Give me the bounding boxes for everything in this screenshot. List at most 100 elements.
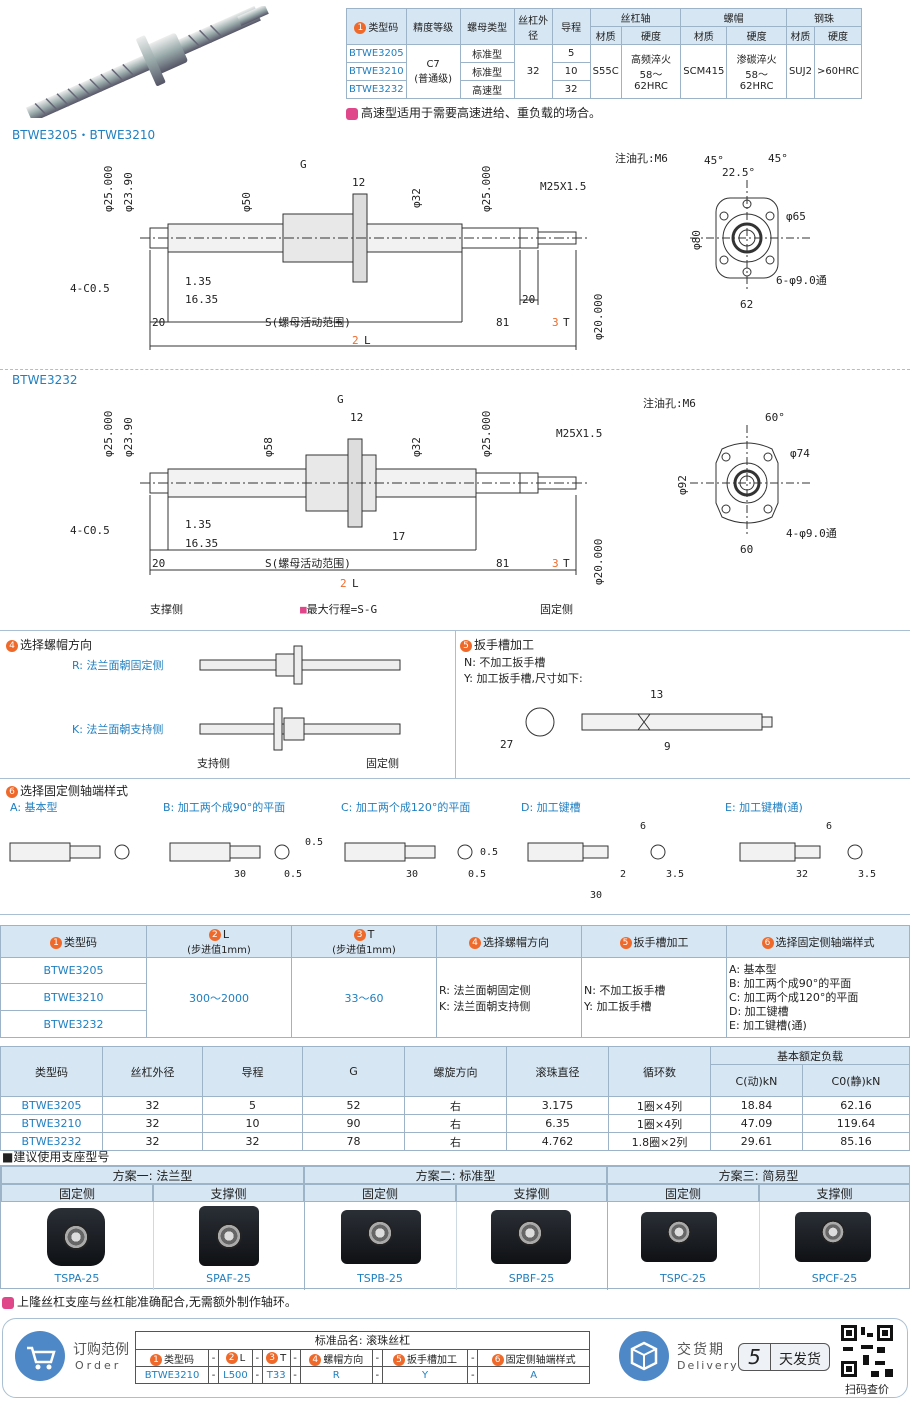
support-note: 上隆丝杠支座与丝杠能准确配合,无需额外制作轴环。: [2, 1293, 297, 1310]
drawing1-title: BTWE3205・BTWE3210: [12, 128, 156, 142]
svg-text:φ58: φ58: [262, 437, 275, 457]
qr-label: 扫码查价: [845, 1383, 889, 1396]
svg-text:22.5°: 22.5°: [722, 166, 755, 179]
svg-text:30: 30: [590, 890, 602, 901]
svg-text:S(螺母活动范围): S(螺母活动范围): [265, 556, 351, 570]
svg-text:3.5: 3.5: [666, 869, 684, 880]
svg-text:4-C0.5: 4-C0.5: [70, 282, 110, 295]
svg-text:45°: 45°: [768, 152, 788, 165]
label-fixed-side: 固定侧: [366, 757, 399, 770]
support-photo-6: [795, 1212, 871, 1262]
svg-text:G: G: [337, 393, 344, 406]
svg-text:0.5: 0.5: [480, 847, 498, 858]
support-photo-4: [491, 1210, 571, 1264]
svg-text:16.35: 16.35: [185, 537, 218, 550]
svg-text:φ25.000: φ25.000: [480, 166, 493, 212]
svg-text:φ32: φ32: [410, 437, 423, 457]
svg-text:60°: 60°: [765, 411, 785, 424]
svg-text:60: 60: [740, 543, 753, 556]
svg-text:φ80: φ80: [690, 230, 703, 250]
svg-text:9: 9: [664, 740, 671, 753]
option-Y: Y: 加工扳手槽,尺寸如下:: [464, 672, 583, 685]
svg-text:27: 27: [500, 738, 513, 751]
svg-text:注油孔:M6: 注油孔:M6: [643, 396, 696, 410]
svg-text:32: 32: [796, 869, 808, 880]
svg-text:φ65: φ65: [786, 210, 806, 223]
wrench-slot-diagram: 13 27 9: [500, 688, 773, 753]
svg-text:62: 62: [740, 298, 753, 311]
svg-text:φ23.90: φ23.90: [122, 172, 135, 212]
svg-text:16.35: 16.35: [185, 293, 218, 306]
svg-text:φ20.000: φ20.000: [592, 539, 605, 585]
support-photo-2: [199, 1206, 259, 1266]
svg-text:12: 12: [352, 176, 365, 189]
delivery-box-icon: [619, 1331, 669, 1381]
drawing1: G 12 φ32 M25X1.5 4-C0.5 1.35 16.35 20 S(…: [70, 151, 827, 350]
svg-text:φ25.000: φ25.000: [102, 411, 115, 457]
svg-text:20: 20: [152, 316, 165, 329]
model-TSPA: TSPA-25: [54, 1272, 100, 1285]
svg-text:17: 17: [392, 530, 405, 543]
svg-text:3.5: 3.5: [858, 869, 876, 880]
label-support-side: 支持侧: [197, 757, 230, 770]
option-E: E: 加工键槽(通): [725, 801, 803, 814]
svg-text:L: L: [352, 577, 359, 590]
svg-text:1.35: 1.35: [185, 275, 212, 288]
option-B: B: 加工两个成90°的平面: [163, 801, 286, 814]
svg-text:30: 30: [234, 869, 246, 880]
svg-text:固定侧: 固定侧: [540, 602, 573, 616]
svg-text:φ50: φ50: [240, 192, 253, 212]
svg-text:4-C0.5: 4-C0.5: [70, 524, 110, 537]
shaft-end-diagrams: 30 0.5 0.5 30 0.5 0.5 30 2 3.5 6 32 3.5 …: [9, 821, 876, 901]
option-D: D: 加工键槽: [521, 801, 581, 814]
svg-text:12: 12: [350, 411, 363, 424]
svg-text:81: 81: [496, 316, 509, 329]
svg-text:T: T: [563, 557, 570, 570]
delivery-days: 5 天发货: [738, 1343, 830, 1371]
svg-text:2: 2: [620, 869, 626, 880]
svg-text:1.35: 1.35: [185, 518, 212, 531]
cart-icon: [15, 1331, 65, 1381]
svg-text:3: 3: [552, 316, 559, 329]
model-SPBF: SPBF-25: [508, 1272, 555, 1285]
option-N: N: 不加工扳手槽: [464, 656, 546, 669]
model-SPCF: SPCF-25: [811, 1272, 858, 1285]
drawing2: G 12 φ32 M25X1.5 4-C0.5 1.35 16.35 17 20…: [70, 393, 837, 616]
svg-text:L: L: [364, 334, 371, 347]
svg-text:φ92: φ92: [676, 475, 689, 495]
svg-text:M25X1.5: M25X1.5: [540, 180, 586, 193]
support-photo-1: [47, 1208, 105, 1266]
qr-code[interactable]: [839, 1323, 895, 1379]
performance-table: 类型码 丝杠外径 导程 G 螺旋方向 滚珠直径 循环数 基本额定负载 C(动)k…: [0, 1046, 910, 1151]
support-title: ■建议使用支座型号: [2, 1150, 110, 1164]
svg-text:φ25.000: φ25.000: [102, 166, 115, 212]
svg-text:13: 13: [650, 688, 663, 701]
svg-text:81: 81: [496, 557, 509, 570]
support-photo-3: [341, 1210, 421, 1264]
support-photo-5: [641, 1212, 717, 1262]
svg-text:30: 30: [406, 869, 418, 880]
option-R: R: 法兰面朝固定侧: [72, 659, 164, 672]
model-TSPC: TSPC-25: [660, 1272, 706, 1285]
option-A: A: 基本型: [10, 801, 58, 814]
svg-text:M25X1.5: M25X1.5: [556, 427, 602, 440]
svg-text:0.5: 0.5: [468, 869, 486, 880]
svg-text:6: 6: [826, 821, 832, 832]
svg-text:20: 20: [152, 557, 165, 570]
svg-text:φ74: φ74: [790, 447, 810, 460]
svg-text:φ20.000: φ20.000: [592, 294, 605, 340]
svg-text:G: G: [300, 158, 307, 171]
option-C: C: 加工两个成120°的平面: [341, 801, 471, 814]
svg-text:2: 2: [352, 334, 359, 347]
svg-text:S(螺母活动范围): S(螺母活动范围): [265, 315, 351, 329]
